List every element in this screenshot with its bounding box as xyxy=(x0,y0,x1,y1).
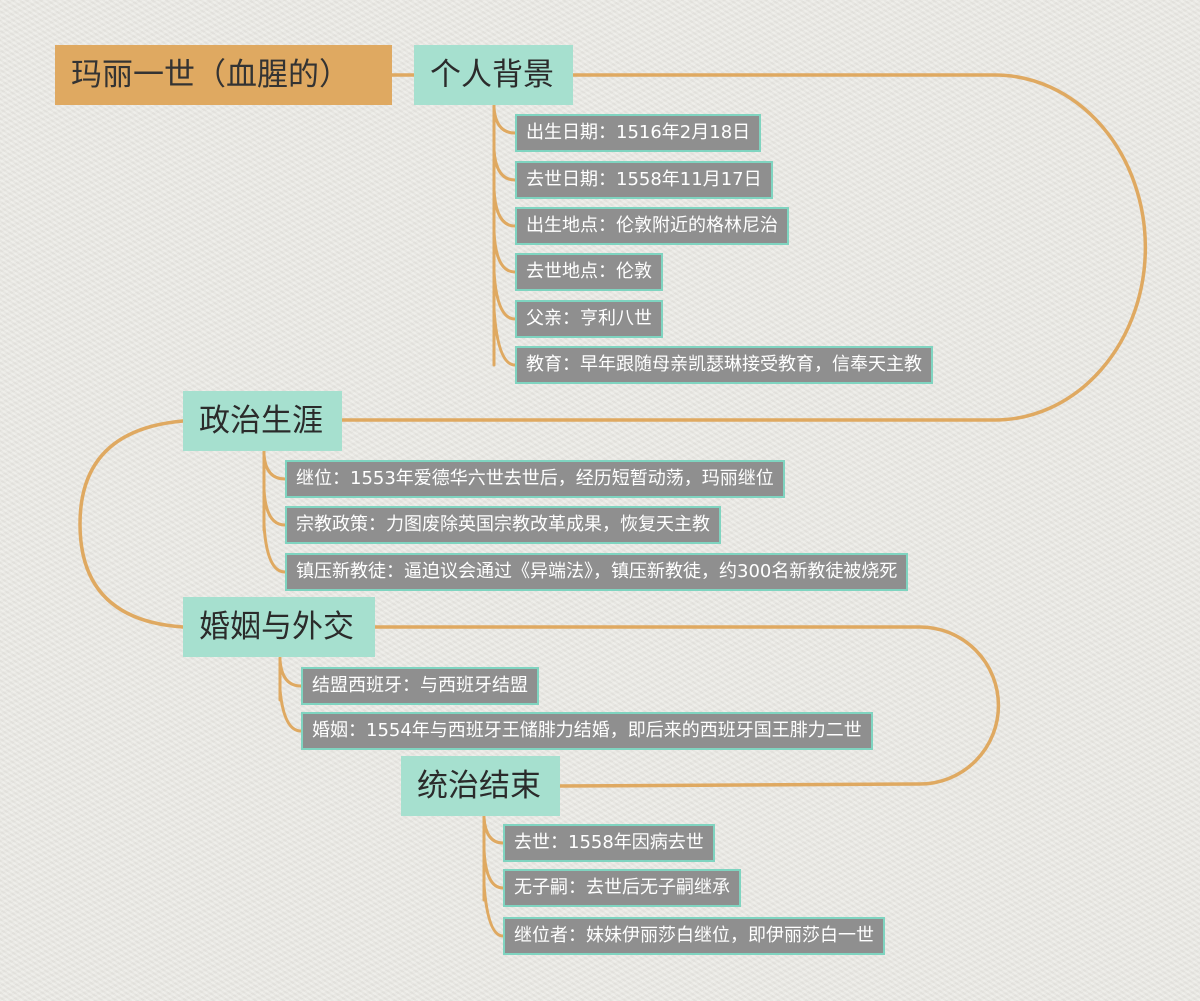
leaf-successor[interactable]: 继位者：妹妹伊丽莎白继位，即伊丽莎白一世 xyxy=(503,917,885,955)
connector-topic2-topic3 xyxy=(78,419,185,629)
topic-marriage-diplomacy[interactable]: 婚姻与外交 xyxy=(183,597,375,657)
leaf-spain-alliance[interactable]: 结盟西班牙：与西班牙结盟 xyxy=(301,667,539,705)
leaf-death-date[interactable]: 去世日期：1558年11月17日 xyxy=(515,161,773,199)
topic-personal-background[interactable]: 个人背景 xyxy=(414,45,573,105)
leaf-marriage[interactable]: 婚姻：1554年与西班牙王储腓力结婚，即后来的西班牙国王腓力二世 xyxy=(301,712,873,750)
leaf-birth-place[interactable]: 出生地点：伦敦附近的格林尼治 xyxy=(515,207,789,245)
leaf-no-heir[interactable]: 无子嗣：去世后无子嗣继承 xyxy=(503,869,741,907)
leaf-education[interactable]: 教育：早年跟随母亲凯瑟琳接受教育，信奉天主教 xyxy=(515,346,933,384)
leaf-birth-date[interactable]: 出生日期：1516年2月18日 xyxy=(515,114,762,152)
leaf-persecution[interactable]: 镇压新教徒：逼迫议会通过《异端法》，镇压新教徒，约300名新教徒被烧死 xyxy=(285,553,909,591)
topic-political-career[interactable]: 政治生涯 xyxy=(183,391,342,451)
topic-end-of-reign[interactable]: 统治结束 xyxy=(401,756,560,816)
leaf-death[interactable]: 去世：1558年因病去世 xyxy=(503,824,715,862)
leaf-religious-policy[interactable]: 宗教政策：力图废除英国宗教改革成果，恢复天主教 xyxy=(285,506,721,544)
root-topic[interactable]: 玛丽一世（血腥的） xyxy=(55,45,392,105)
connector-topic3-topic4 xyxy=(373,625,1001,788)
leaf-death-place[interactable]: 去世地点：伦敦 xyxy=(515,253,663,291)
leaf-father[interactable]: 父亲：亨利八世 xyxy=(515,300,663,338)
connector-topic1-topic2 xyxy=(340,73,1148,422)
leaf-accession[interactable]: 继位：1553年爱德华六世去世后，经历短暂动荡，玛丽继位 xyxy=(285,460,785,498)
